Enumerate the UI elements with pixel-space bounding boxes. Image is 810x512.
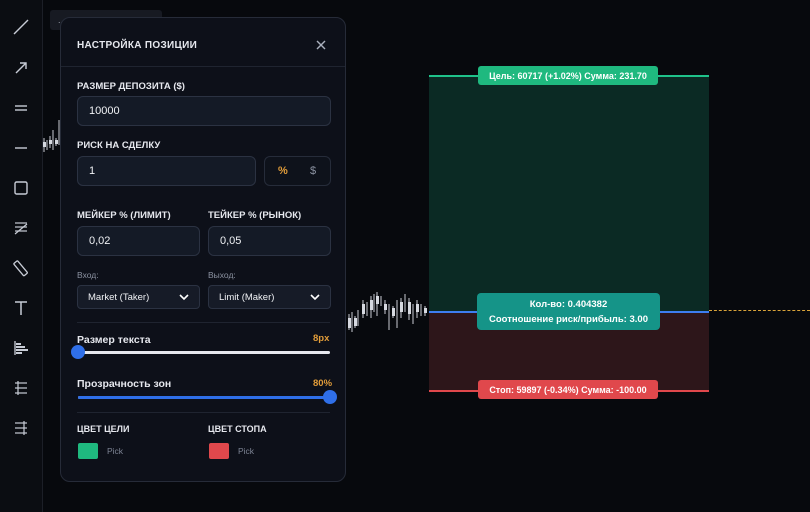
risk-input[interactable]: 1 xyxy=(77,156,256,186)
stop-color-label: ЦВЕТ СТОПА xyxy=(208,424,267,434)
text-size-slider[interactable] xyxy=(71,345,330,359)
deposit-label: РАЗМЕР ДЕПОЗИТА ($) xyxy=(77,81,185,92)
short-position-icon[interactable] xyxy=(11,418,31,438)
price-line xyxy=(709,310,810,311)
ruler-icon[interactable] xyxy=(11,258,31,278)
exit-select[interactable]: Limit (Maker) xyxy=(208,285,331,309)
divider xyxy=(77,322,330,323)
taker-fee-label: ТЕЙКЕР % (РЫНОК) xyxy=(208,210,302,221)
risk-label: РИСК НА СДЕЛКУ xyxy=(77,140,161,151)
trend-line-icon[interactable] xyxy=(11,17,31,37)
target-zone[interactable] xyxy=(429,75,709,312)
target-color-label: ЦВЕТ ЦЕЛИ xyxy=(77,424,130,434)
text-icon[interactable] xyxy=(11,298,31,318)
entry-label: Вход: xyxy=(77,270,99,280)
text-size-label: Размер текста xyxy=(77,334,151,346)
volume-profile-icon[interactable] xyxy=(11,338,31,358)
stop-color-swatch[interactable] xyxy=(209,443,229,459)
maker-fee-label: МЕЙКЕР % (ЛИМИТ) xyxy=(77,210,171,221)
zone-opacity-slider[interactable] xyxy=(78,390,337,404)
position-settings-panel: НАСТРОЙКА ПОЗИЦИИ РАЗМЕР ДЕПОЗИТА ($) 10… xyxy=(60,17,346,482)
zone-opacity-value: 80% xyxy=(313,378,333,389)
risk-dollar-option[interactable]: $ xyxy=(310,165,317,177)
entry-select[interactable]: Market (Taker) xyxy=(77,285,200,309)
entry-select-value: Market (Taker) xyxy=(88,291,150,303)
chevron-down-icon xyxy=(179,294,189,301)
target-color-pick[interactable]: Pick xyxy=(107,446,124,456)
stop-color-pick[interactable]: Pick xyxy=(238,446,255,456)
taker-fee-input[interactable]: 0,05 xyxy=(208,226,331,256)
drawing-toolbar xyxy=(0,0,43,512)
chevron-down-icon xyxy=(310,294,320,301)
panel-header: НАСТРОЙКА ПОЗИЦИИ xyxy=(61,18,345,67)
position-info-label[interactable]: Кол-во: 0.404382 Соотношение риск/прибыл… xyxy=(477,293,660,330)
arrow-icon[interactable] xyxy=(11,58,31,78)
rectangle-icon[interactable] xyxy=(11,178,31,198)
parallel-lines-icon[interactable] xyxy=(11,98,31,118)
long-position-icon[interactable] xyxy=(11,378,31,398)
risk-unit-toggle: % $ xyxy=(264,156,331,186)
exit-select-value: Limit (Maker) xyxy=(219,291,275,303)
target-label: Цель: 60717 (+1.02%) Сумма: 231.70 xyxy=(478,66,658,85)
panel-title: НАСТРОЙКА ПОЗИЦИИ xyxy=(77,40,198,51)
risk-percent-option[interactable]: % xyxy=(278,165,288,177)
text-size-slider-thumb[interactable] xyxy=(71,345,85,359)
deposit-input[interactable]: 10000 xyxy=(77,96,331,126)
close-icon[interactable] xyxy=(314,38,328,52)
divider xyxy=(77,412,330,413)
risk-reward-text: Соотношение риск/прибыль: 3.00 xyxy=(489,313,648,325)
quantity-text: Кол-во: 0.404382 xyxy=(529,298,608,310)
zone-opacity-slider-fill xyxy=(78,396,330,399)
target-color-swatch[interactable] xyxy=(78,443,98,459)
zone-opacity-label: Прозрачность зон xyxy=(77,378,172,390)
fib-icon[interactable] xyxy=(11,218,31,238)
text-size-value: 8px xyxy=(313,333,330,344)
stop-label: Стоп: 59897 (-0.34%) Сумма: -100.00 xyxy=(478,380,658,399)
maker-fee-input[interactable]: 0,02 xyxy=(77,226,200,256)
horizontal-line-icon[interactable] xyxy=(11,138,31,158)
exit-label: Выход: xyxy=(208,270,236,280)
zone-opacity-slider-thumb[interactable] xyxy=(323,390,337,404)
